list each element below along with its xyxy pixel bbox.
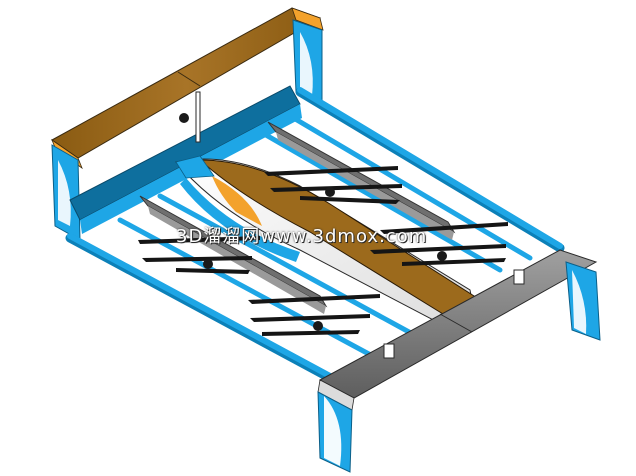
watermark-text: 3D溜溜网www.3dmox.com: [176, 226, 428, 247]
frame-rails: [65, 87, 565, 383]
front-right-fin: [565, 261, 601, 341]
rear-left-fin: [51, 144, 81, 241]
front-left-fin: [317, 391, 353, 473]
rotor-blades: [138, 166, 508, 336]
front-wing: [317, 249, 598, 411]
rear-right-fin: [292, 19, 323, 101]
motor-hubs: [179, 113, 447, 331]
fuselage: [175, 155, 475, 335]
support-struts: [195, 91, 525, 359]
